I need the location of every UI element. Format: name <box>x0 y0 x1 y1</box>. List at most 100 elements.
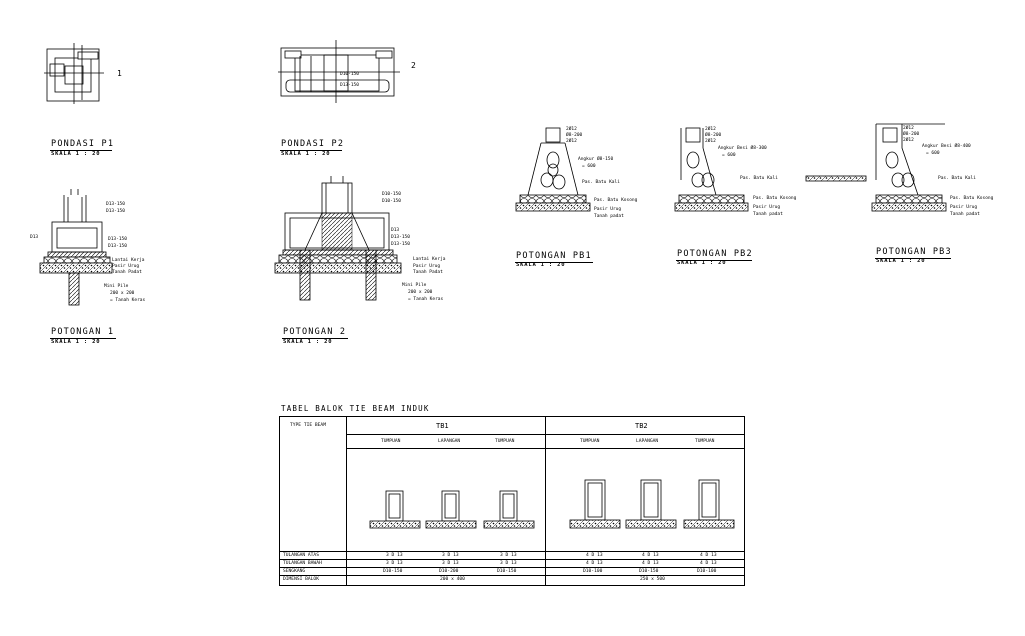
pot1-label: Pasir Urug <box>112 264 140 269</box>
potongan-1-scale: SKALA 1 : 20 <box>51 339 101 345</box>
pb3-label: 2Ø12 <box>903 138 914 143</box>
table-cell: D10-200 <box>439 569 459 574</box>
pb2-label: = 600 <box>722 153 736 158</box>
pb3-label: Tanah padat <box>950 212 980 217</box>
potongan-1-title: POTONGAN 1 <box>51 327 115 337</box>
pb1-label: Ø8-200 <box>566 133 583 138</box>
pot1-label: Tanah Padat <box>112 270 142 275</box>
type-tie-beam-header: TYPE TIE BEAM <box>290 423 326 428</box>
pot2-label: Lantai Kerja <box>413 257 446 262</box>
p1-number: 1 <box>117 69 122 78</box>
potongan-pb1-scale: SKALA 1 : 20 <box>516 262 566 268</box>
pot1-label: = Tanah Keras <box>110 298 146 303</box>
pb3-label: Ø8-200 <box>903 132 920 137</box>
table-cell: 4 D 13 <box>642 553 659 558</box>
pb2-label: Tanah padat <box>753 212 783 217</box>
p2-plan-rebar-label: D13-150 <box>340 83 359 88</box>
pot2-label: D13-150 <box>391 242 410 247</box>
pot2-label: D13 <box>391 228 400 233</box>
table-title: TABEL BALOK TIE BEAM INDUK <box>281 404 430 413</box>
column-header: TUMPUAN <box>580 439 600 444</box>
potongan-pb1-section <box>515 127 591 212</box>
column-header: LAPANGAN <box>636 439 659 444</box>
potongan-pb1-title: POTONGAN PB1 <box>516 251 592 261</box>
potongan-2-section <box>274 176 402 301</box>
row-label: TULANGAN ATAS <box>283 553 319 558</box>
pondasi-p1-plan <box>44 43 104 104</box>
pb3-label: = 600 <box>926 151 940 156</box>
table-cell: 4 D 13 <box>700 553 717 558</box>
pb2-label: 2Ø12 <box>705 127 716 132</box>
pb1-label: 2Ø12 <box>566 127 577 132</box>
pb1-label: Tanah padat <box>594 214 624 219</box>
pb2-label: 2Ø12 <box>705 139 716 144</box>
tb1-header: TB1 <box>436 422 449 430</box>
table-cell: 4 D 13 <box>700 561 717 566</box>
potongan-pb2-title: POTONGAN PB2 <box>677 249 753 259</box>
pb3-label: 2Ø12 <box>903 126 914 131</box>
pb3-label: Pasir Urug <box>950 205 978 210</box>
table-cell: 4 D 13 <box>586 553 603 558</box>
potongan-pb2-section <box>674 127 749 212</box>
row-label: TULANGAN BAWAH <box>283 561 322 566</box>
column-header: TUMPUAN <box>495 439 515 444</box>
pondasi-p2-scale: SKALA 1 : 20 <box>281 151 331 157</box>
column-header: LAPANGAN <box>438 439 461 444</box>
pb2-label: Ø8-200 <box>705 133 722 138</box>
table-cell: D10-100 <box>697 569 717 574</box>
pb3-label: Angkur Besi Ø8-400 <box>922 144 971 149</box>
pot1-label: Mini Pile <box>104 284 129 289</box>
pot2-label: Tanah Padat <box>413 270 443 275</box>
pb2-label: Pas. Batu Kosong <box>753 196 797 201</box>
tie-beam-table: TYPE TIE BEAM TB1 TB2 TUMPUAN LAPANGAN T… <box>279 416 745 586</box>
pb1-label: Pas. Batu Kali <box>582 180 620 185</box>
potongan-pb3-title: POTONGAN PB3 <box>876 247 952 257</box>
table-cell: D10-150 <box>639 569 659 574</box>
row-label: SENGKANG <box>283 569 306 574</box>
pot1-label: D13-150 <box>108 237 127 242</box>
tb1-beam-sketches <box>369 490 535 529</box>
table-cell: 250 x 500 <box>640 577 665 582</box>
potongan-pb3-section <box>805 123 947 212</box>
table-cell: D10-150 <box>383 569 403 574</box>
pot1-label: D13 <box>30 235 39 240</box>
table-cell: D10-100 <box>583 569 603 574</box>
table-cell: 3 D 13 <box>386 553 403 558</box>
pot2-label: 200 x 200 <box>408 290 433 295</box>
pb1-label: 2Ø12 <box>566 139 577 144</box>
tb2-header: TB2 <box>635 422 648 430</box>
table-cell: 3 D 13 <box>442 553 459 558</box>
table-cell: 3 D 13 <box>442 561 459 566</box>
pot1-label: D13-150 <box>106 209 125 214</box>
potongan-2-scale: SKALA 1 : 20 <box>283 339 333 345</box>
table-cell: 4 D 13 <box>586 561 603 566</box>
table-cell: D10-150 <box>497 569 517 574</box>
pot2-label: = Tanah Keras <box>408 297 444 302</box>
table-cell: 3 D 13 <box>500 561 517 566</box>
table-cell: 3 D 13 <box>386 561 403 566</box>
pot2-label: D10-150 <box>382 192 401 197</box>
pot2-label: D10-150 <box>382 199 401 204</box>
pb3-label: Pas. Batu Kosong <box>950 196 994 201</box>
p2-plan-rebar-label: D10-150 <box>340 72 359 77</box>
pot1-label: D13-150 <box>108 244 127 249</box>
column-header: TUMPUAN <box>695 439 715 444</box>
potongan-2-title: POTONGAN 2 <box>283 327 347 337</box>
pb2-label: Pas. Batu Kali <box>740 176 778 181</box>
pb2-label: Angkur Besi Ø8-300 <box>718 146 767 151</box>
pb1-label: Pas. Batu Kosong <box>594 198 638 203</box>
potongan-pb3-scale: SKALA 1 : 20 <box>876 258 926 264</box>
pondasi-p1-title: PONDASI P1 <box>51 139 115 149</box>
pb1-label: Angkur Ø8-150 <box>578 157 614 162</box>
pondasi-p1-scale: SKALA 1 : 20 <box>51 151 101 157</box>
pondasi-p2-plan <box>278 40 400 103</box>
pot1-label: D13-150 <box>106 202 125 207</box>
pot2-label: Pasir Urug <box>413 264 441 269</box>
pot1-label: 200 x 200 <box>110 291 135 296</box>
table-cell: 3 D 13 <box>500 553 517 558</box>
pb1-label: Pasir Urug <box>594 207 622 212</box>
pondasi-p2-title: PONDASI P2 <box>281 139 345 149</box>
pot2-label: Mini Pile <box>402 283 427 288</box>
pb1-label: = 600 <box>582 164 596 169</box>
